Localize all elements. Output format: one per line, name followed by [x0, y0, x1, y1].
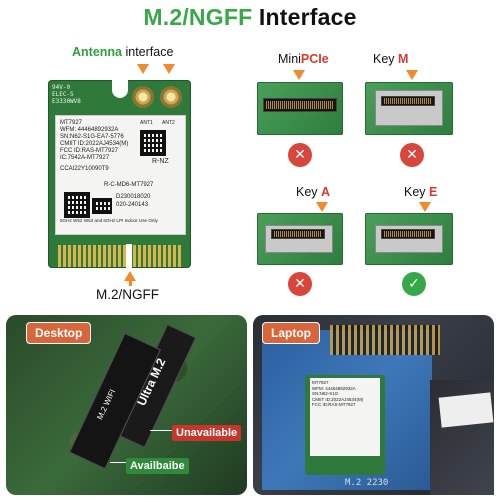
laptop-ribbon-connector	[330, 325, 440, 355]
laptop-label-line: MT7927	[312, 380, 329, 385]
slot-emph: PCIe	[300, 52, 329, 66]
barcode-icon	[92, 198, 112, 214]
arrow-down-icon	[163, 64, 175, 74]
label-line: D230018020	[116, 194, 151, 200]
slot-prefix: Key	[404, 185, 430, 199]
desktop-tag: Desktop	[26, 322, 92, 344]
label-line: FCC ID:RAS-MT7927	[60, 148, 119, 154]
interface-word: interface	[122, 45, 174, 59]
arrow-down-icon	[406, 70, 418, 80]
qr-code-icon	[140, 130, 166, 156]
label-line: R-C-MD6-MT7927	[104, 182, 154, 188]
slot-prefix: Key	[296, 185, 322, 199]
slot-image-key-a	[257, 213, 343, 265]
laptop-bottom-text: M.2 2230	[345, 478, 389, 488]
laptop-label-line: SN:N62-S1G	[312, 391, 339, 396]
ant-label: ANT1	[140, 120, 153, 126]
antenna-interface-label: Antenna interface	[72, 45, 173, 59]
laptop-card-text: MT7927 WFM: 44464892932A SN:N62-S1G CMII…	[312, 380, 378, 408]
qr-code-icon	[64, 192, 90, 218]
silk-line: ELEC-5	[52, 91, 74, 98]
rnz-mark: R-NZ	[152, 158, 169, 165]
title-rest: Interface	[252, 4, 357, 30]
card-mount-notch	[112, 80, 128, 98]
laptop-card-label	[310, 378, 380, 456]
label-line: CMIIT ID:2022AJ4534(M)	[60, 141, 129, 147]
arrow-up-icon	[124, 271, 136, 281]
page-title: M.2/NGFF Interface	[0, 4, 500, 31]
slot-emph: M	[398, 52, 409, 66]
arrow-down-icon	[316, 202, 328, 212]
silk-line: E3330WV8	[52, 98, 81, 105]
unavailable-x-icon: ✕	[288, 272, 312, 296]
laptop-label-line: WFM: 44464892932A	[312, 385, 356, 391]
slot-label-mini-pcie: MiniPCIe	[278, 52, 329, 66]
label-line: 5GHz W52 W53 and 6GHz LPI Indoor Use Onl…	[60, 218, 158, 223]
slot-label-key-a: Key A	[296, 185, 330, 199]
card-sticker-label: MT7927 WFM: 44464892932A SN:N62-S1G-EA7-…	[55, 115, 186, 235]
laptop-tag: Laptop	[262, 322, 320, 344]
slot-image-mini-pcie	[257, 82, 343, 135]
title-green: M.2/NGFF	[143, 4, 253, 30]
slot-emph: E	[429, 185, 438, 199]
card-gold-contacts	[58, 245, 183, 267]
slot-emph: A	[321, 185, 331, 199]
arrow-down-icon	[293, 70, 305, 80]
slot-prefix: Key	[373, 52, 399, 66]
callout-line	[110, 462, 126, 463]
slot-label-key-e: Key E	[404, 185, 437, 199]
laptop-label-line: CMIIT ID:2022AJ4534(M)	[312, 396, 364, 402]
available-check-icon: ✓	[402, 272, 426, 296]
silk-line: 94V-0	[52, 84, 71, 91]
label-line: SN:N62-S1G-EA7-5776	[60, 134, 124, 140]
card-silkscreen-text: 94V-0 ELEC-5 E3330WV8	[52, 84, 116, 105]
label-line: 020-240143	[116, 202, 149, 208]
m2-ngff-label: M.2/NGFF	[96, 287, 159, 302]
ant-label: ANT2	[162, 120, 175, 126]
callout-line	[150, 430, 172, 431]
antenna-connector-icon	[132, 86, 154, 108]
arrow-stem	[128, 280, 132, 286]
slot-label-key-m: Key M	[373, 52, 408, 66]
slot-image-key-e	[365, 213, 453, 265]
laptop-sticker	[438, 392, 494, 428]
available-callout: Availbaibe	[126, 458, 189, 474]
arrow-down-icon	[419, 202, 431, 212]
unavailable-x-icon: ✕	[288, 143, 312, 167]
label-line: MT7927	[60, 120, 83, 126]
slot-prefix: Mini	[278, 52, 301, 66]
slot-image-key-m	[365, 82, 453, 135]
label-line: WFM: 44464892932A	[60, 127, 119, 133]
laptop-label-line: FCC ID:RAS-MT7927	[312, 402, 356, 407]
antenna-word: Antenna	[72, 45, 122, 59]
unavailable-callout: Unavailable	[172, 425, 242, 441]
antenna-connector-icon	[160, 86, 182, 108]
label-line: IC:7542A-MT7927	[60, 155, 110, 161]
label-line: CCAI22Y10090T9	[60, 166, 109, 172]
arrow-down-icon	[137, 64, 149, 74]
card-key-gap	[126, 244, 132, 270]
unavailable-x-icon: ✕	[400, 143, 424, 167]
